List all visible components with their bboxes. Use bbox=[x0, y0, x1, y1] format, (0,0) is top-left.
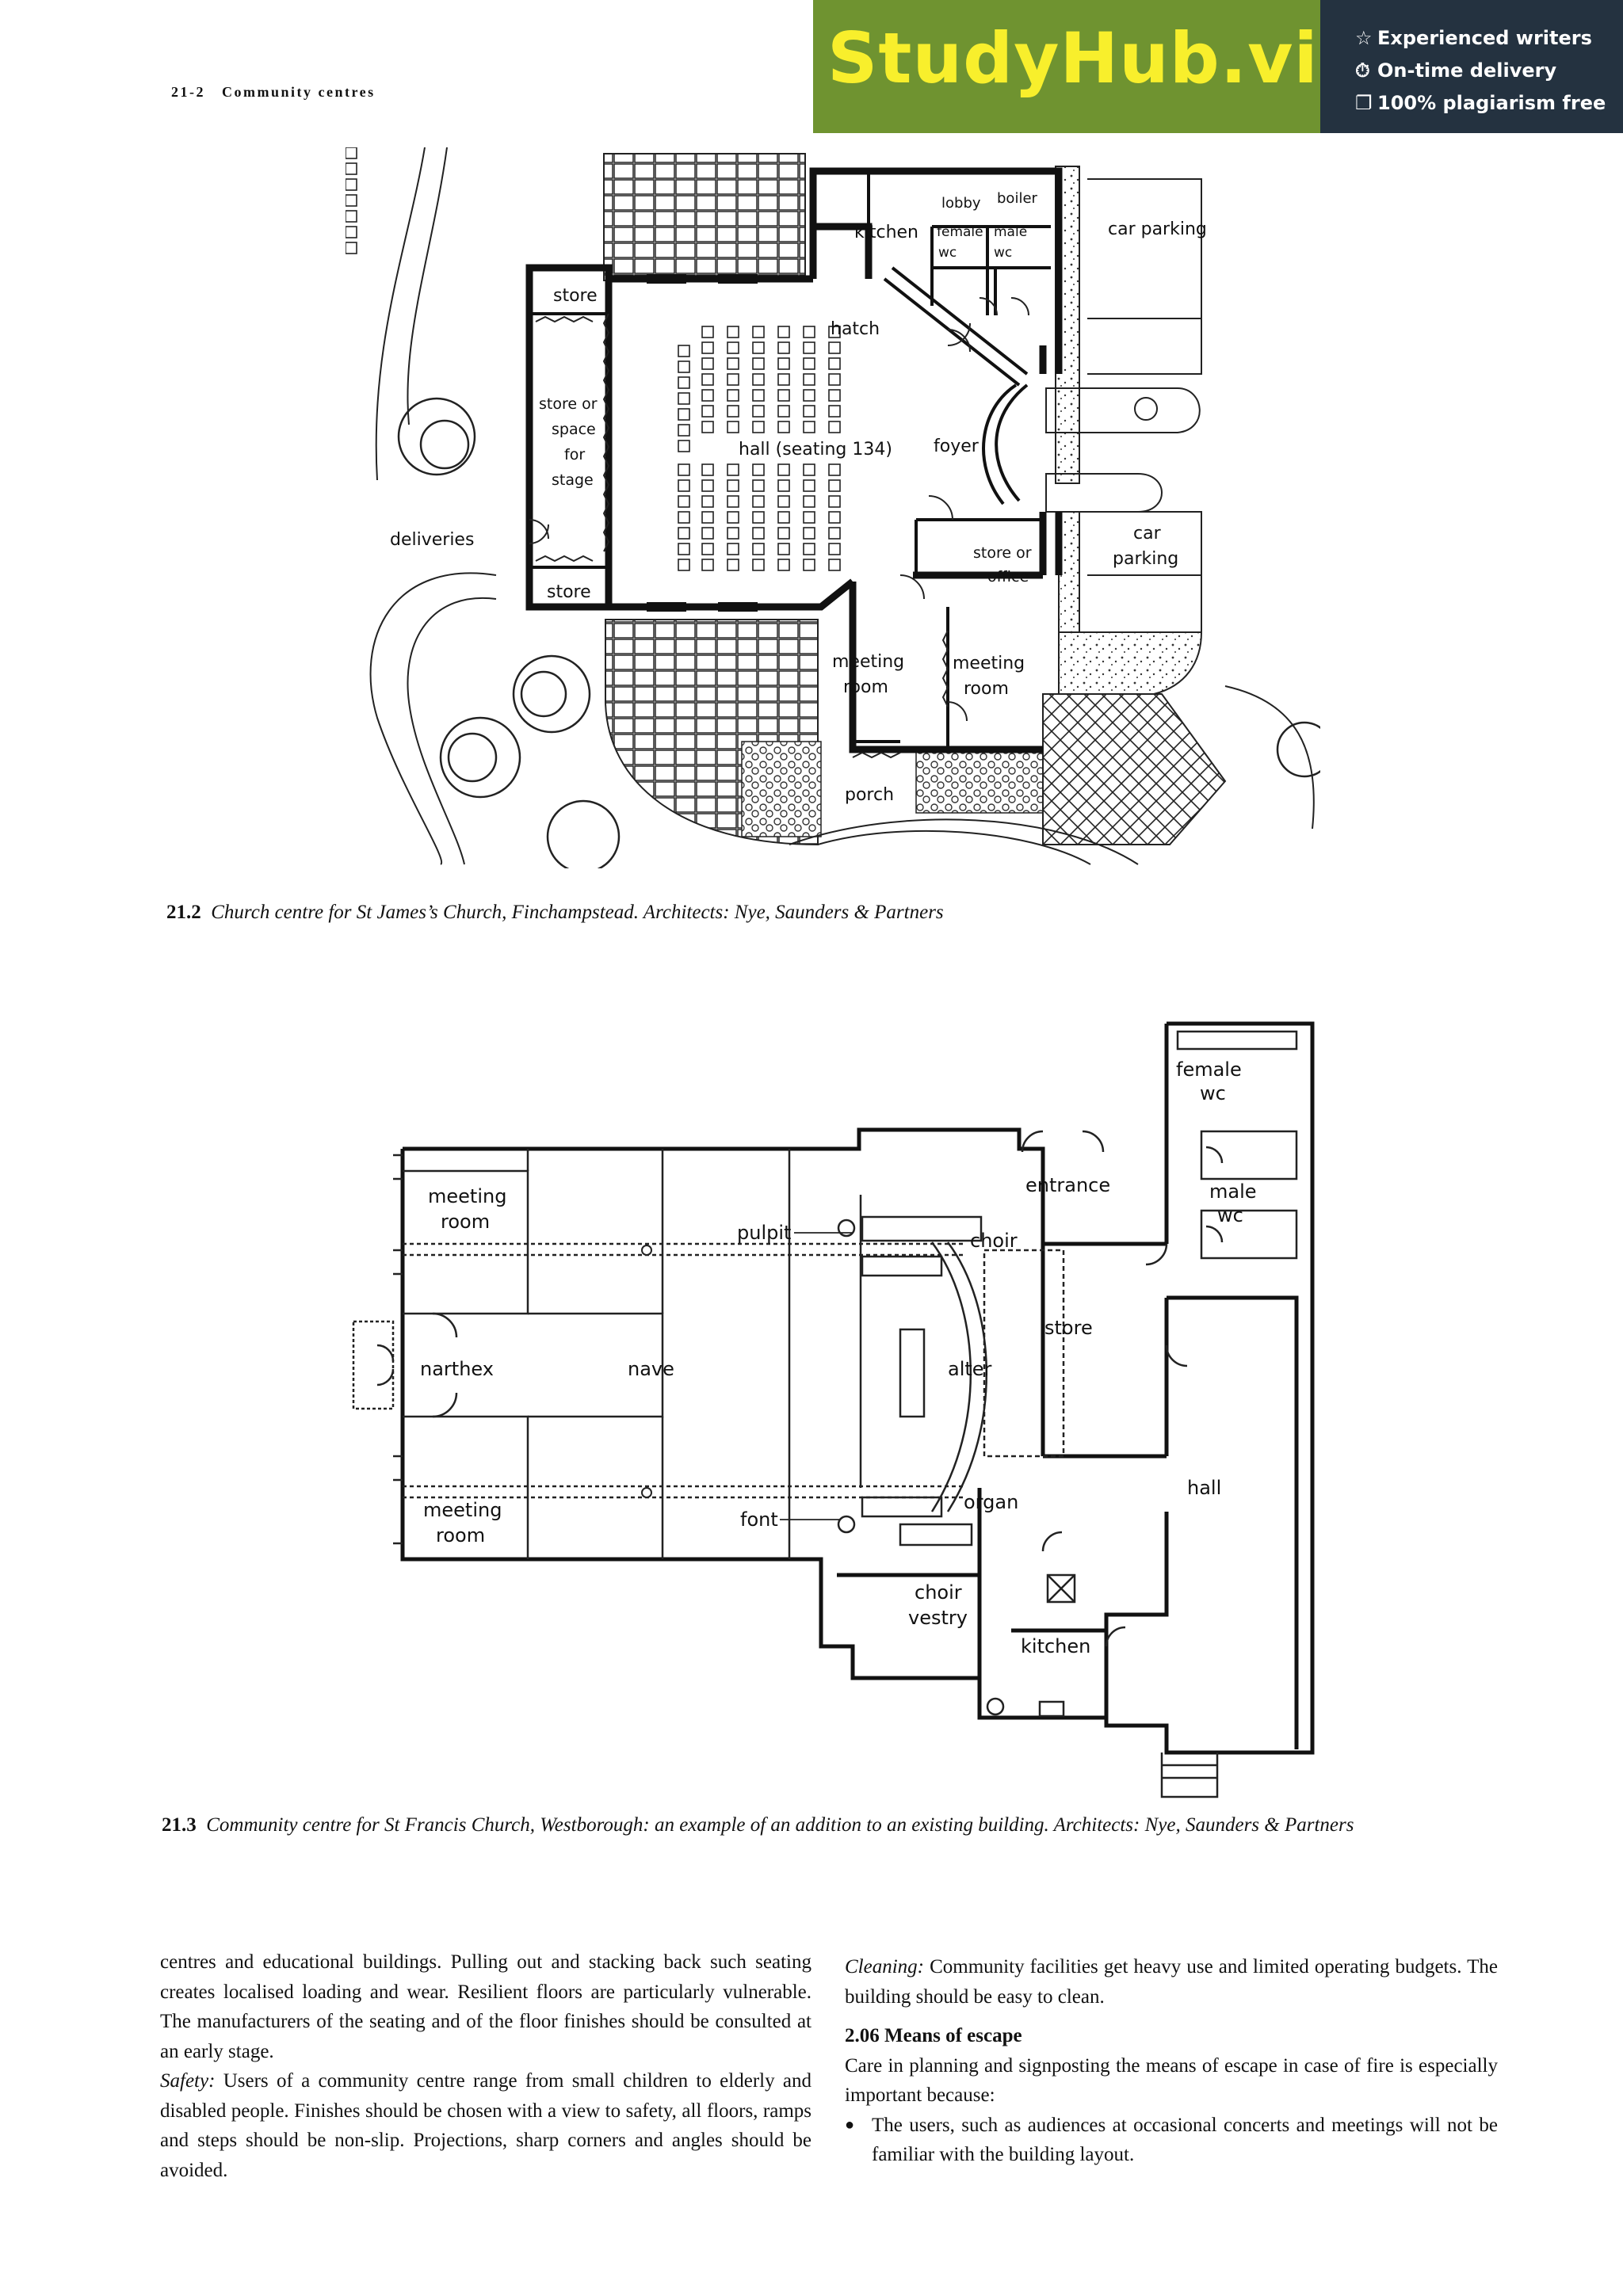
label-deliveries: deliveries bbox=[390, 530, 474, 550]
label-stage: stage bbox=[552, 471, 594, 489]
label-narthex: narthex bbox=[420, 1358, 494, 1380]
label-meeting-1a: meeting bbox=[832, 652, 904, 672]
label-hall: hall bbox=[1187, 1477, 1221, 1499]
label-parking: parking bbox=[1113, 549, 1178, 569]
label-female-wc: wc bbox=[1200, 1082, 1226, 1104]
label-female: female bbox=[1176, 1058, 1242, 1081]
caption-number: 21.3 bbox=[162, 1814, 197, 1836]
banner-features-panel bbox=[1320, 0, 1623, 133]
label-car-parking-top: car parking bbox=[1108, 219, 1207, 239]
banner-brand-panel: StudyHub.vip bbox=[813, 0, 1369, 133]
label-male-wc: wc bbox=[1217, 1204, 1243, 1226]
paragraph-safety: Safety: Users of a community centre rang… bbox=[160, 2070, 812, 2181]
label-hall: hall (seating 134) bbox=[739, 440, 892, 460]
label-space: space bbox=[552, 421, 596, 438]
studyhub-banner[interactable]: StudyHub.vip ☆Experienced writers ⏱On-ti… bbox=[813, 0, 1623, 133]
paragraph-cleaning: Cleaning: Community facilities get heavy… bbox=[845, 1956, 1498, 2008]
label-kitchen: kitchen bbox=[1021, 1635, 1090, 1657]
right-column: Cleaning: Community facilities get heavy… bbox=[845, 1952, 1498, 2170]
bullet-list: The users, such as audiences at occasion… bbox=[845, 2111, 1498, 2170]
figure-caption-21-2: 21.2 Church centre for St James’s Church… bbox=[166, 898, 1514, 927]
label-pulpit: pulpit bbox=[737, 1222, 791, 1244]
run-in-heading: Cleaning: bbox=[845, 1956, 924, 1978]
label-meeting-bot-b: room bbox=[436, 1524, 485, 1547]
label-meeting-top-b: room bbox=[441, 1211, 490, 1233]
label-choir: choir bbox=[970, 1230, 1018, 1252]
page-ref: 21-2 bbox=[171, 84, 205, 100]
tree-icon bbox=[397, 397, 1320, 868]
label-choir-vestry-b: vestry bbox=[908, 1607, 968, 1629]
label-store-bottom: store bbox=[547, 582, 591, 602]
feature-item: ☆Experienced writers bbox=[1355, 22, 1606, 55]
label-meeting-1b: room bbox=[843, 677, 888, 697]
paragraph: centres and educational buildings. Pulli… bbox=[160, 1951, 812, 2062]
label-kitchen: kitchen bbox=[854, 223, 918, 242]
feature-item: ❐100% plagiarism free bbox=[1355, 87, 1606, 120]
caption-number: 21.2 bbox=[166, 902, 201, 923]
label-entrance: entrance bbox=[1025, 1174, 1110, 1196]
label-store: store bbox=[1044, 1317, 1093, 1339]
running-header: 21-2 Community centres bbox=[171, 84, 376, 101]
label-store-or-office-2: office bbox=[987, 568, 1029, 585]
label-nave: nave bbox=[628, 1358, 674, 1380]
label-store-top: store bbox=[553, 286, 598, 306]
label-female: female bbox=[937, 224, 983, 240]
bullet-item: The users, such as audiences at occasion… bbox=[845, 2111, 1498, 2170]
label-male: male bbox=[994, 224, 1027, 240]
label-store-or-office-1: store or bbox=[973, 544, 1032, 562]
label-meeting-bot-a: meeting bbox=[423, 1499, 502, 1521]
figure-caption-21-3: 21.3 Community centre for St Francis Chu… bbox=[162, 1810, 1461, 1840]
label-meeting-2b: room bbox=[964, 679, 1009, 699]
run-in-heading: Safety: bbox=[160, 2070, 216, 2092]
star-outline-icon: ☆ bbox=[1355, 27, 1373, 49]
feature-list: ☆Experienced writers ⏱On-time delivery ❐… bbox=[1355, 22, 1606, 120]
label-wc-male: wc bbox=[994, 245, 1012, 261]
label-lobby: lobby bbox=[941, 195, 981, 212]
label-store-or: store or bbox=[539, 395, 598, 413]
plan-st-james: kitchen lobby boiler female male wc wc c… bbox=[346, 147, 1320, 868]
caption-text: Church centre for St James’s Church, Fin… bbox=[211, 902, 944, 923]
label-wc-female: wc bbox=[938, 245, 957, 261]
label-alter: alter bbox=[948, 1358, 992, 1380]
label-for: for bbox=[564, 446, 585, 463]
label-choir-vestry-a: choir bbox=[915, 1581, 962, 1604]
caption-text: Community centre for St Francis Church, … bbox=[206, 1814, 1354, 1836]
label-car: car bbox=[1133, 524, 1162, 543]
label-boiler: boiler bbox=[997, 190, 1038, 207]
copy-icon: ❐ bbox=[1355, 92, 1373, 114]
label-meeting-2a: meeting bbox=[953, 654, 1025, 673]
label-porch: porch bbox=[845, 785, 894, 805]
label-foyer: foyer bbox=[934, 437, 980, 456]
label-organ: organ bbox=[964, 1491, 1018, 1513]
clock-icon: ⏱ bbox=[1355, 59, 1370, 82]
feature-item: ⏱On-time delivery bbox=[1355, 55, 1606, 87]
plan-st-francis: female wc entrance male wc meeting room … bbox=[346, 1013, 1328, 1805]
section-title: Community centres bbox=[222, 84, 376, 100]
section-heading: 2.06 Means of escape bbox=[845, 2025, 1022, 2046]
paragraph: Care in planning and signposting the mea… bbox=[845, 2054, 1498, 2107]
label-font: font bbox=[740, 1508, 778, 1531]
label-hatch: hatch bbox=[831, 319, 880, 339]
brand-logo: StudyHub.vip bbox=[827, 17, 1369, 99]
label-male: male bbox=[1209, 1180, 1257, 1203]
label-meeting-top-a: meeting bbox=[428, 1185, 506, 1207]
left-column: centres and educational buildings. Pulli… bbox=[160, 1947, 812, 2185]
